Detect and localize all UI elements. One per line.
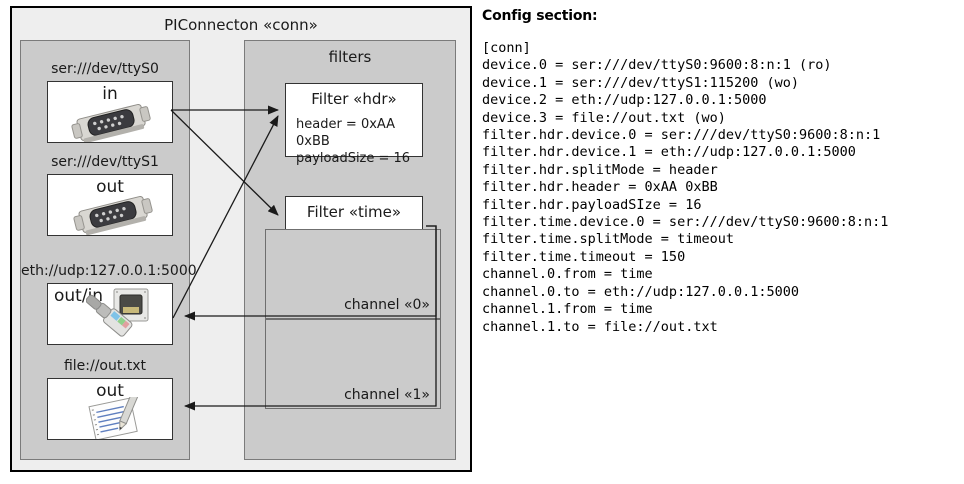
device-label-serial0: ser:///dev/ttyS0: [51, 61, 159, 77]
device-box-ethernet[interactable]: out/in: [47, 283, 173, 345]
device-box-file[interactable]: out: [47, 378, 173, 443]
device-label-serial1: ser:///dev/ttyS1: [51, 154, 159, 170]
channel-label-1: channel «1»: [344, 387, 430, 403]
filters-panel-title: filters: [328, 48, 372, 66]
filter-props-hdr: header = 0xAA 0xBB payloadSize = 16: [296, 116, 422, 167]
device-direction-file: out: [96, 381, 124, 401]
filter-prop: header = 0xAA 0xBB: [296, 117, 396, 149]
serial-db9-icon: [70, 102, 156, 146]
config-text: [conn] device.0 = ser:///dev/ttyS0:9600:…: [482, 40, 889, 335]
config-heading: Config section:: [482, 8, 598, 24]
device-box-serial1[interactable]: out: [47, 174, 173, 236]
ethernet-rj45-icon: [85, 287, 170, 349]
serial-db9-icon: [72, 193, 158, 239]
filter-title-time: Filter «time»: [306, 203, 402, 221]
channel-box-1[interactable]: channel «1»: [265, 319, 441, 409]
filter-prop: payloadSize = 16: [296, 151, 411, 166]
filter-box-hdr[interactable]: Filter «hdr» header = 0xAA 0xBB payloadS…: [285, 83, 423, 166]
channel-label-0: channel «0»: [344, 297, 430, 313]
device-label-ethernet: eth://udp:127.0.0.1:5000: [21, 263, 197, 279]
config-section: Config section: [conn] device.0 = ser://…: [482, 8, 954, 336]
diagram-title: PIConnecton «conn»: [164, 16, 318, 34]
filters-panel: filters Filter «hdr» header = 0xAA 0xBB …: [244, 40, 456, 460]
channel-box-0[interactable]: channel «0»: [265, 229, 441, 319]
device-label-file: file://out.txt: [63, 358, 147, 374]
text-file-icon: [82, 392, 154, 443]
devices-panel: ser:///dev/ttyS0 in: [20, 40, 197, 460]
device-direction-serial1: out: [96, 177, 124, 197]
device-box-serial0[interactable]: in: [47, 81, 173, 146]
device-direction-serial0: in: [102, 84, 118, 104]
piconnector-diagram-frame: PIConnecton «conn» ser:///dev/ttyS0 in: [10, 6, 472, 472]
filter-title-hdr: Filter «hdr»: [311, 90, 397, 108]
